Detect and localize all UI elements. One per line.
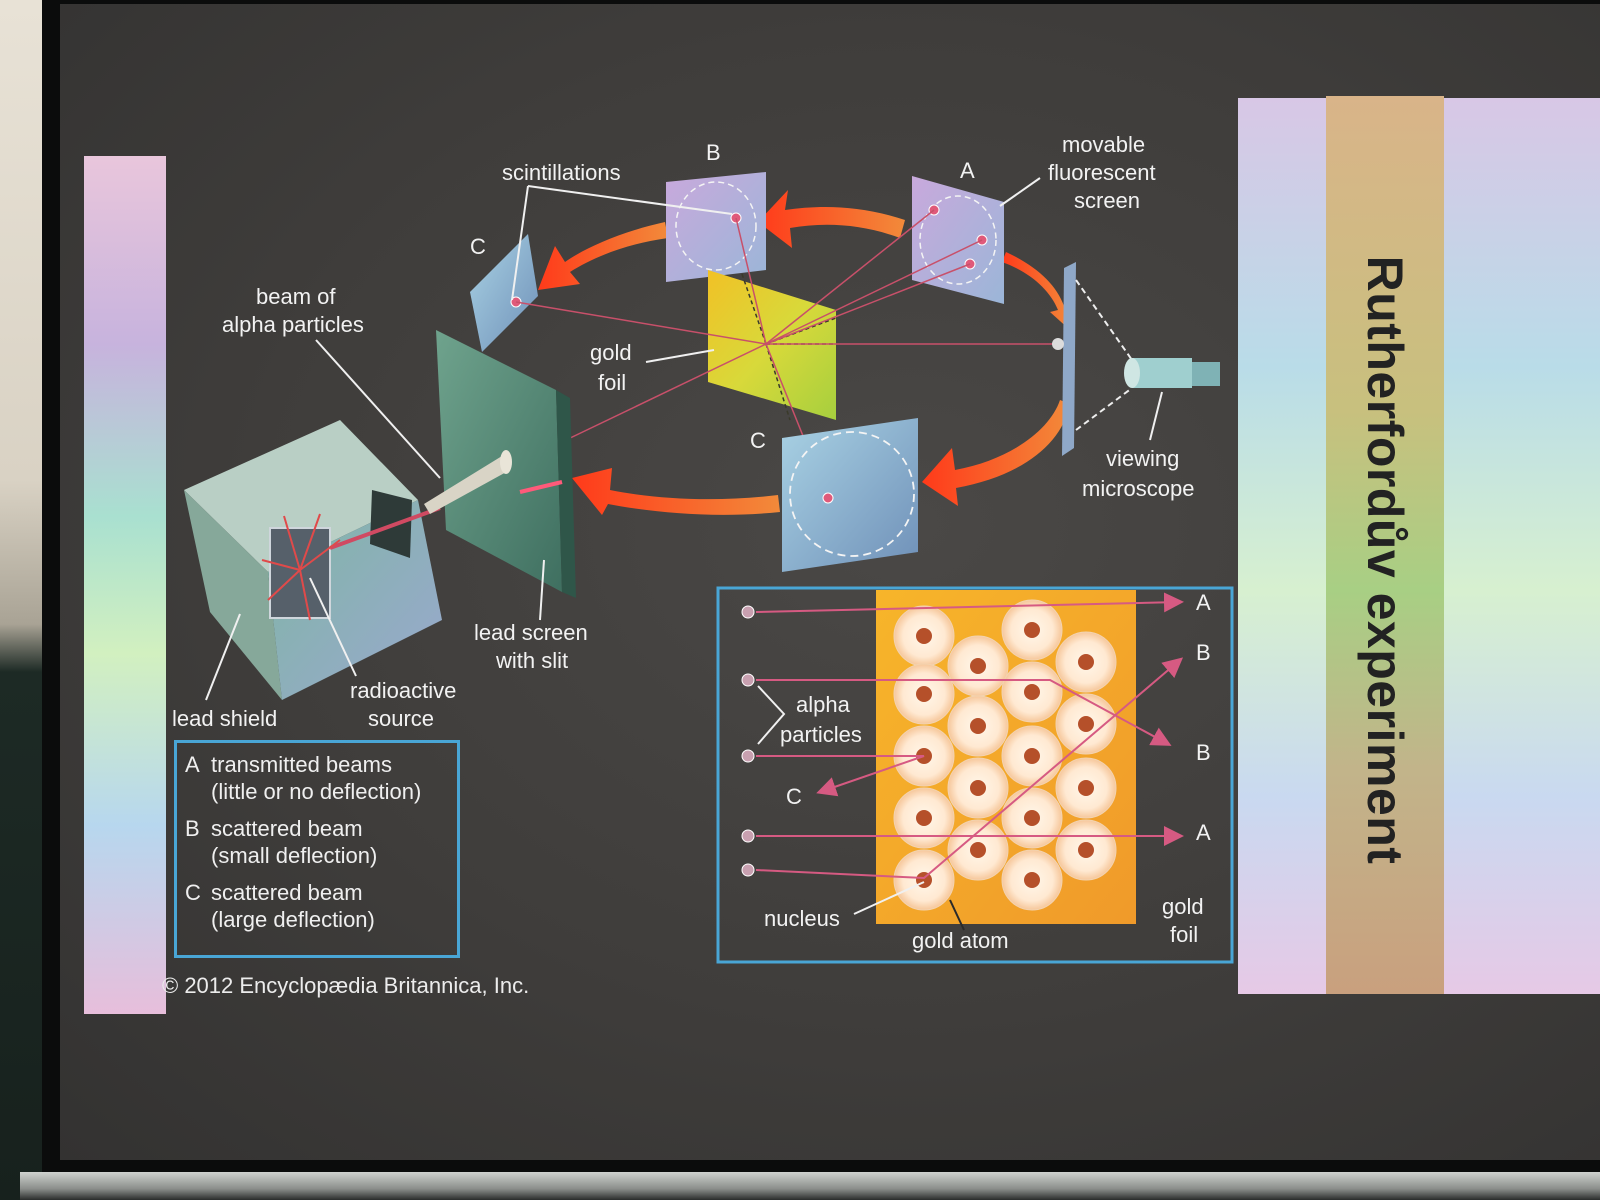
legend-b-line2: (small deflection) [211, 843, 378, 868]
arrow-a-to-b [758, 190, 905, 248]
label-microscope-2: microscope [1082, 476, 1194, 501]
label-beam-2: alpha particles [222, 312, 364, 337]
legend-key-a: A [185, 752, 200, 777]
label-screen-c-upper: C [470, 234, 486, 259]
legend: A transmitted beams (little or no deflec… [174, 740, 460, 958]
nucleus [1024, 872, 1040, 888]
nucleus [916, 628, 932, 644]
alpha-particles [741, 605, 755, 877]
arrow-c-to-lead-screen [572, 468, 780, 515]
label-screen-a: A [960, 158, 975, 183]
screen-rail [20, 1172, 1600, 1200]
arrow-microscope-to-c [922, 400, 1070, 506]
label-lead-screen-1: lead screen [474, 620, 588, 645]
slide-right-gradient-band [1326, 96, 1444, 994]
nucleus [916, 686, 932, 702]
nucleus [1024, 810, 1040, 826]
label-movable-3: screen [1074, 188, 1140, 213]
legend-c-line2: (large deflection) [211, 907, 375, 932]
nucleus [970, 658, 986, 674]
label-scintillations: scintillations [502, 160, 621, 185]
legend-row-c: C scattered beam (large deflection) [185, 879, 449, 933]
label-movable-2: fluorescent [1048, 160, 1156, 185]
viewing-microscope [1052, 262, 1220, 456]
inset-gold-foil-detail [716, 586, 1234, 964]
legend-row-a: A transmitted beams (little or no deflec… [185, 751, 449, 805]
label-gold-foil-2: foil [598, 370, 626, 395]
nucleus [970, 718, 986, 734]
nucleus [1024, 684, 1040, 700]
arrow-b-to-c [538, 222, 668, 290]
legend-a-line2: (little or no deflection) [211, 779, 422, 804]
inset-label-a-top: A [1196, 590, 1211, 615]
gold-atoms [893, 599, 1117, 911]
legend-b-line1: scattered beam [211, 816, 363, 841]
label-beam-1: beam of [256, 284, 336, 309]
label-radioactive-2: source [368, 706, 434, 731]
legend-row-b: B scattered beam (small deflection) [185, 815, 449, 869]
lead-shield [184, 420, 512, 700]
inset-label-gold-atom: gold atom [912, 928, 1009, 953]
screen-c-lower [782, 418, 918, 572]
inset-label-alpha-1: alpha [796, 692, 851, 717]
inset-label-b-upper: B [1196, 640, 1211, 665]
label-movable-1: movable [1062, 132, 1145, 157]
slide-left-gradient-bar [84, 156, 166, 1014]
nucleus [1024, 748, 1040, 764]
inset-label-nucleus: nucleus [764, 906, 840, 931]
copyright-notice: © 2012 Encyclopædia Britannica, Inc. [162, 973, 530, 998]
legend-c-line1: scattered beam [211, 880, 363, 905]
inset-label-alpha-2: particles [780, 722, 862, 747]
legend-key-c: C [185, 880, 201, 905]
nucleus [916, 810, 932, 826]
legend-key-b: B [185, 816, 200, 841]
label-lead-shield: lead shield [172, 706, 277, 731]
nucleus [970, 780, 986, 796]
inset-label-c: C [786, 784, 802, 809]
arrow-to-microscope [1002, 252, 1072, 330]
nucleus [1024, 622, 1040, 638]
label-microscope-1: viewing [1106, 446, 1179, 471]
legend-a-line1: transmitted beams [211, 752, 392, 777]
label-screen-c-lower: C [750, 428, 766, 453]
leader-lines [205, 177, 1163, 701]
inset-label-b-lower: B [1196, 740, 1211, 765]
screen-b [666, 172, 766, 282]
inset-label-gold-foil-1: gold [1162, 894, 1204, 919]
nucleus [970, 842, 986, 858]
screen-a [912, 176, 1004, 304]
nucleus [1078, 780, 1094, 796]
gold-foil [708, 270, 837, 421]
inset-label-a-bottom: A [1196, 820, 1211, 845]
label-radioactive-1: radioactive [350, 678, 456, 703]
particle-paths [755, 592, 1184, 880]
scatter-rays [515, 209, 1060, 499]
inset-label-gold-foil-2: foil [1170, 922, 1198, 947]
nucleus [1078, 716, 1094, 732]
label-gold-foil-1: gold [590, 340, 632, 365]
label-screen-b: B [706, 140, 721, 165]
label-lead-screen-2: with slit [495, 648, 568, 673]
nucleus [1078, 654, 1094, 670]
nucleus [1078, 842, 1094, 858]
